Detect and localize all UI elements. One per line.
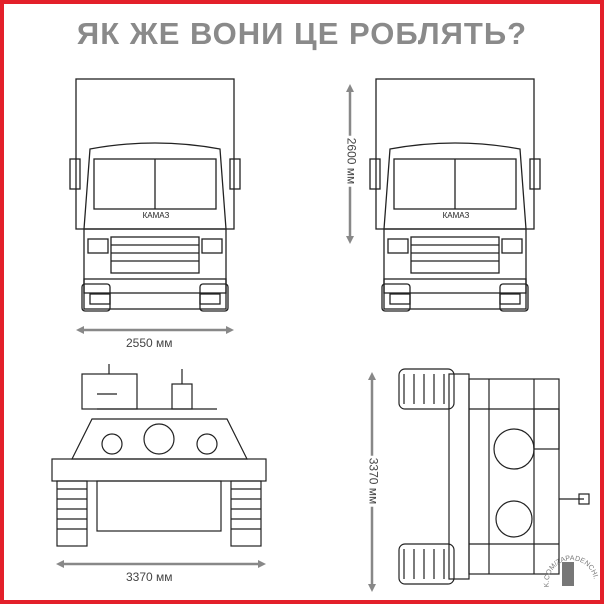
- truck-front-view-right: [369, 78, 541, 312]
- truck-brand-left: КАМАЗ: [143, 211, 170, 220]
- truck-front-view-left: [69, 78, 241, 312]
- watermark-logo: K.COM/ZAPADENCHI.: [544, 555, 599, 587]
- truck-height-label: 2600 мм: [344, 135, 359, 187]
- drawings: КАМАЗ КАМАЗ K.COM/ZAPADENCHI.: [51, 78, 599, 592]
- page-title: ЯК ЖЕ ВОНИ ЦЕ РОБЛЯТЬ?: [76, 16, 528, 51]
- tank-front-view: [51, 363, 267, 547]
- tank-length-label: 3370 мм: [366, 455, 381, 507]
- tank-width-label: 3370 мм: [124, 570, 175, 584]
- tank-top-view: [398, 368, 590, 585]
- truck-width-label: 2550 мм: [124, 336, 175, 350]
- truck-brand-right: КАМАЗ: [443, 211, 470, 220]
